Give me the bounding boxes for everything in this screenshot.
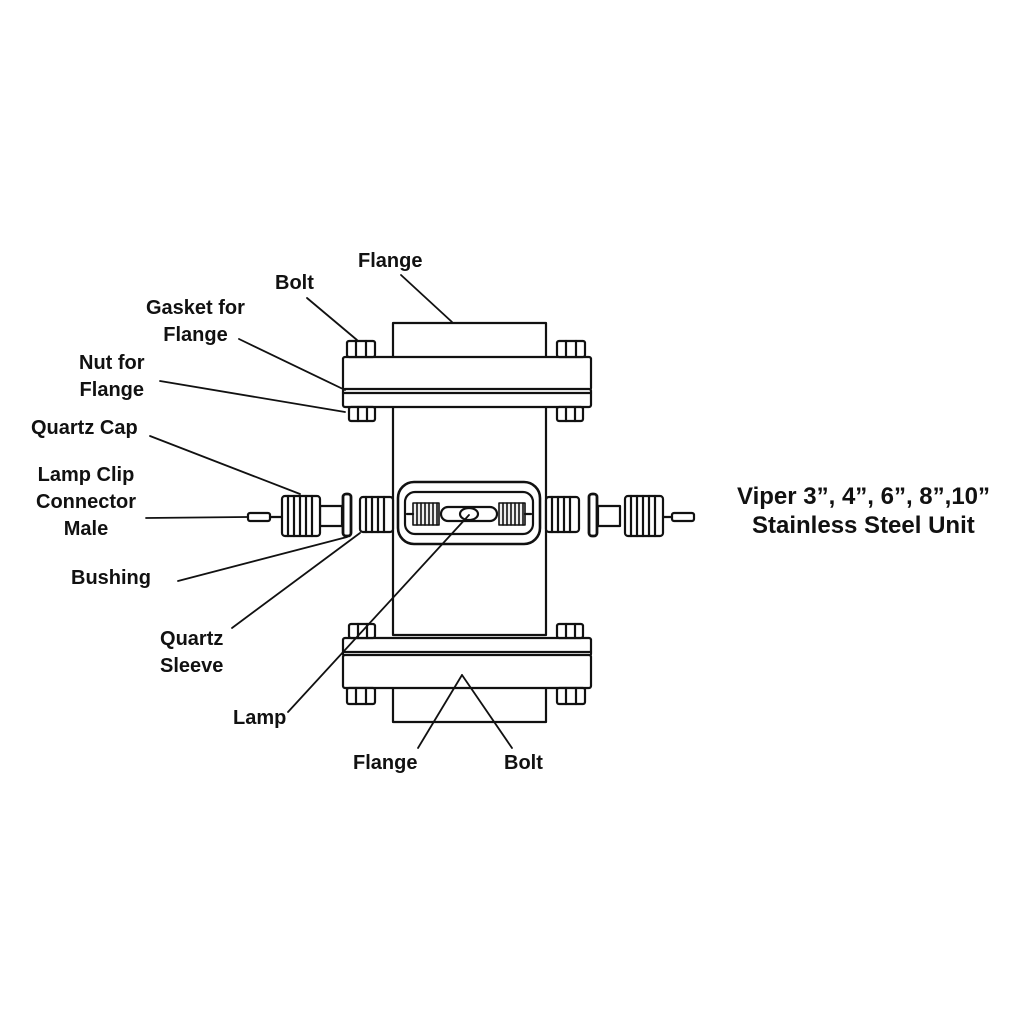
unit-title-line-1: Viper 3”, 4”, 6”, 8”,10” xyxy=(737,483,991,510)
left-fittings xyxy=(246,492,395,538)
right-fittings xyxy=(544,492,696,538)
leader-lines xyxy=(145,274,513,749)
right-connector-pin xyxy=(661,511,696,523)
unit-title-line-2: Stainless Steel Unit xyxy=(752,512,975,539)
label-quartz-sleeve: Quartz Sleeve xyxy=(160,628,224,677)
label-nut-for-flange: Nut for Flange xyxy=(79,352,145,401)
label-bushing: Bushing xyxy=(71,567,151,589)
bottom-flange xyxy=(341,636,593,690)
label-flange-bottom: Flange xyxy=(353,752,418,774)
lamp-coil-right xyxy=(498,502,526,526)
bottom-bolt-heads xyxy=(345,686,587,706)
top-nuts xyxy=(347,405,585,423)
lamp-housing xyxy=(396,480,542,546)
label-flange-top: Flange xyxy=(358,250,423,272)
label-quartz-cap: Quartz Cap xyxy=(31,417,138,439)
label-lamp: Lamp xyxy=(233,707,287,729)
top-flange xyxy=(341,355,593,409)
lamp-tube xyxy=(405,505,533,523)
label-bolt-top: Bolt xyxy=(275,272,314,294)
left-connector-pin xyxy=(246,511,284,523)
lamp-coil-left xyxy=(412,502,440,526)
label-gasket-for-flange: Gasket for Flange xyxy=(146,297,245,346)
label-bolt-bottom: Bolt xyxy=(504,752,543,774)
label-lamp-clip-connector-male: Lamp Clip Connector Male xyxy=(36,464,136,540)
top-bolt-heads xyxy=(345,339,587,359)
bottom-nuts xyxy=(347,622,585,640)
